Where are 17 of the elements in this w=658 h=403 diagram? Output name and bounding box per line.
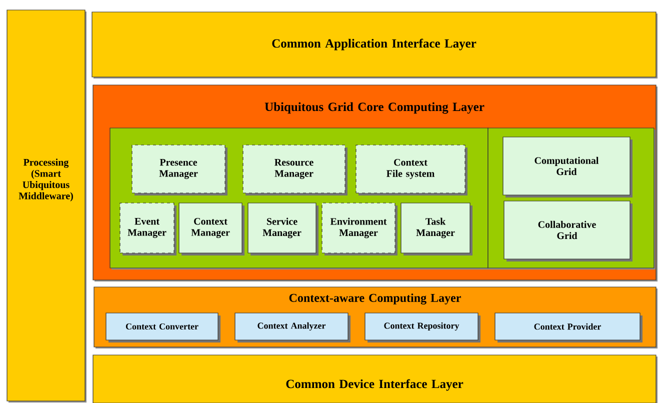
module-box: Event Manager — [120, 202, 176, 256]
module-box: Presence Manager — [132, 144, 228, 196]
module-box: Task Manager — [400, 202, 472, 256]
layer-band: Common Device Interface Layer — [92, 354, 658, 403]
module-box: Context Provider — [494, 312, 642, 342]
module-box: Computational Grid — [502, 136, 632, 198]
module-box: Resource Manager — [242, 144, 348, 196]
layer-band: Common Application Interface Layer — [92, 12, 658, 78]
module-box: Context Manager — [178, 202, 244, 256]
side-band: Processing (Smart Ubiquitous Middleware) — [6, 10, 86, 402]
module-box: Collaborative Grid — [504, 200, 632, 262]
module-box: Context Analyzer — [234, 312, 350, 342]
module-box: Service Manager — [248, 202, 318, 256]
module-box: Context File system — [356, 144, 468, 196]
module-box: Context Converter — [106, 312, 220, 342]
module-box: Environment Manager — [322, 202, 398, 256]
module-box: Context Repository — [364, 312, 480, 342]
